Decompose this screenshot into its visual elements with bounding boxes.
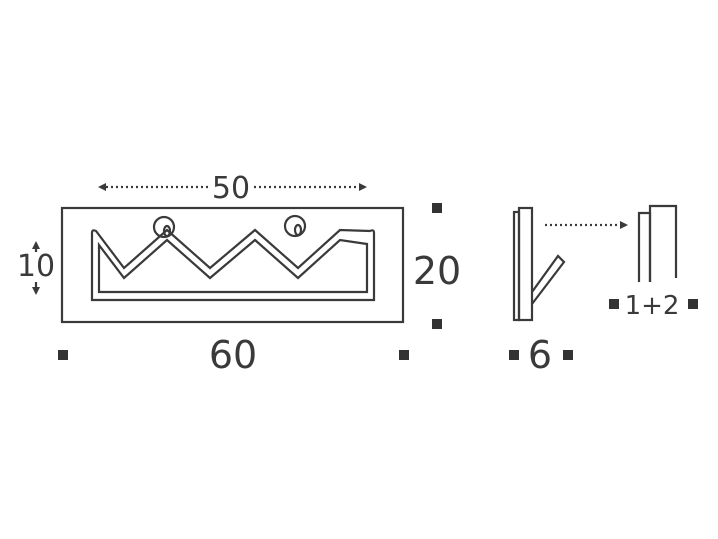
- top-width-label: 50: [212, 171, 250, 206]
- side-view: 6: [509, 206, 628, 377]
- crown-outline-outer: [90, 228, 376, 302]
- crown-outline-inner: [97, 238, 369, 294]
- variant-marker-right: [688, 299, 698, 309]
- bottom-width-marker-left: [58, 350, 68, 360]
- bottom-width-label: 60: [209, 333, 257, 377]
- right-height-label: 20: [413, 249, 461, 293]
- right-height-marker-bottom: [432, 319, 442, 329]
- bottom-width-marker-right: [399, 350, 409, 360]
- side-depth-marker-left: [509, 350, 519, 360]
- variant-plate-front: [637, 211, 652, 282]
- left-height-label: 10: [17, 249, 55, 284]
- front-plate-outline: [60, 206, 405, 324]
- variant-label: 1+2: [625, 291, 680, 321]
- right-height-marker-top: [432, 203, 442, 213]
- right-eye-icon: [283, 214, 307, 238]
- side-hook: [531, 254, 566, 305]
- front-view: 50 10 20 60: [17, 171, 461, 377]
- variant-plate-back: [648, 204, 678, 282]
- side-depth-label: 6: [528, 333, 552, 377]
- side-depth-marker-right: [563, 350, 573, 360]
- variant-view: 1+2: [609, 204, 698, 321]
- left-eye-icon: [152, 215, 176, 239]
- variant-marker-left: [609, 299, 619, 309]
- side-plate-back: [517, 206, 534, 322]
